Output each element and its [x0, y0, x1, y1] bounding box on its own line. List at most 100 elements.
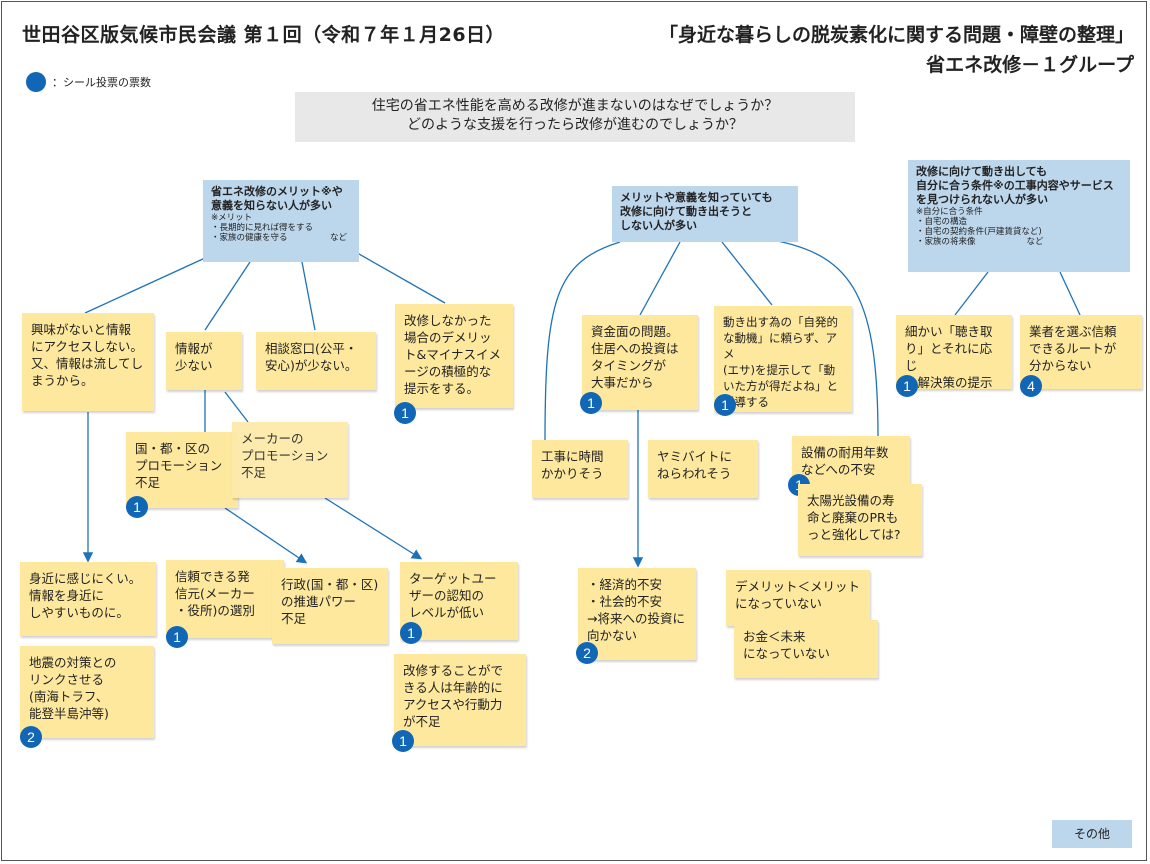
- note-line: ・経済的不安: [587, 577, 663, 592]
- note-line: 命と廃棄のPRも: [807, 510, 899, 525]
- note-line: 興味がないと情報: [31, 322, 132, 337]
- sticky-note: 行政(国・都・区) の推進パワー 不足: [272, 568, 388, 644]
- note-line: 工事に時間: [541, 449, 604, 464]
- connector: [1059, 271, 1081, 316]
- arrow: [224, 507, 308, 564]
- sticky-note: 設備の耐用年数 などへの不安: [792, 436, 910, 492]
- note-line: ト&マイナスイメ: [404, 347, 501, 362]
- note-line: デメリット＜メリット: [735, 579, 861, 594]
- note-line: レベルが低い: [409, 605, 485, 620]
- note-line: プロモーション: [135, 458, 223, 473]
- category-text: 改修に向けて動き出しても: [916, 165, 1048, 178]
- connector: [301, 261, 316, 331]
- vote-count-badge: 1: [580, 392, 602, 414]
- note-line: 情報が: [175, 341, 213, 356]
- connector: [224, 391, 249, 423]
- note-line: が不足: [403, 714, 441, 729]
- note-line: 大事だから: [591, 375, 654, 390]
- sticky-note: 改修することがで きる人は年齢的に アクセスや行動力 が不足: [394, 654, 526, 746]
- category-note: ・自宅の契約条件(戸建賃貸など): [916, 227, 1042, 237]
- category-box-no-action: メリットや意義を知っていても 改修に向けて動き出そうと しない人が多い: [612, 186, 798, 242]
- note-line: ターゲットユー: [409, 571, 497, 586]
- vote-count-badge: 1: [392, 730, 414, 752]
- category-text: を見つけられない人が多い: [916, 193, 1048, 206]
- note-line: 場合のデメリッ: [404, 330, 492, 345]
- note-line: 提示をする。: [404, 381, 480, 396]
- note-line: タイミングが: [591, 358, 667, 373]
- vote-count-badge: 1: [400, 622, 422, 644]
- note-line: っと強化しては?: [807, 527, 901, 542]
- legend: ：シール投票の票数: [26, 72, 151, 92]
- connector: [721, 241, 773, 306]
- sticky-note: 信頼できる発 信元(メーカー ・役所)の選別: [166, 560, 284, 638]
- note-line: などへの不安: [801, 462, 876, 477]
- note-line: 安心)が少ない。: [265, 358, 358, 373]
- note-line: な動機」に頼らず、アメ: [723, 331, 837, 361]
- vote-count-badge: 1: [166, 626, 188, 648]
- category-note: ・長期的に見れば得をする: [211, 223, 314, 233]
- note-line: 能登半島沖等): [29, 706, 109, 721]
- category-text: 意義を知らない人が多い: [211, 199, 332, 212]
- connector: [544, 241, 621, 443]
- sticky-note: 工事に時間 かかりそう: [532, 440, 628, 498]
- category-note: ※メリット: [211, 213, 253, 223]
- connector: [954, 271, 989, 316]
- note-line: 地震の対策との: [29, 655, 117, 670]
- category-box-no-knowledge: 省エネ改修のメリット※や 意義を知らない人が多い ※メリット ・長期的に見れば得…: [203, 180, 359, 262]
- note-line: になっていない: [735, 596, 822, 611]
- sticky-note: 国・都・区の プロモーション 不足: [126, 432, 238, 508]
- category-note: ・自宅の構造: [916, 217, 968, 227]
- vote-count-badge: 1: [126, 496, 148, 518]
- note-line: 行政(国・都・区): [281, 577, 379, 592]
- note-line: 不足: [135, 475, 161, 490]
- category-text: 改修に向けて動き出そうと: [620, 205, 752, 218]
- note-line: かかりそう: [541, 466, 604, 481]
- note-line: 業者を選ぶ信頼: [1029, 324, 1117, 339]
- note-line: 動き出す為の「自発的: [723, 315, 838, 329]
- sticky-note: 地震の対策との リンクさせる (南海トラフ、 能登半島沖等): [20, 646, 154, 738]
- note-line: 向かない: [587, 628, 638, 643]
- note-line: 太陽光設備の寿: [807, 493, 895, 508]
- sticky-note: 身近に感じにくい。 情報を身近に しやすいものに。: [20, 562, 156, 636]
- vote-count-badge: 4: [1020, 375, 1042, 397]
- note-line: できるルートが: [1029, 341, 1117, 356]
- legend-label: ：シール投票の票数: [52, 76, 151, 89]
- note-line: 改修することがで: [403, 663, 504, 678]
- note-line: ージの積極的な: [404, 364, 492, 379]
- connector: [344, 245, 446, 304]
- category-text: 省エネ改修のメリット※や: [211, 185, 343, 198]
- category-box-no-match: 改修に向けて動き出しても 自分に合う条件※の工事内容やサービス を見つけられない…: [908, 160, 1130, 272]
- category-text: しない人が多い: [620, 219, 697, 232]
- page-title: 世田谷区版気候市民会議 第１回（令和７年１月26日）: [22, 24, 506, 46]
- note-line: まうから。: [31, 373, 94, 388]
- note-line: お金＜未来: [743, 629, 806, 644]
- vote-count-badge: 1: [714, 394, 736, 416]
- note-line: ねらわれそう: [657, 466, 732, 481]
- note-line: 又、情報は流してし: [31, 356, 144, 371]
- vote-count-badge: 1: [394, 402, 416, 424]
- sticky-note: 改修しなかった 場合のデメリッ ト&マイナスイメ ージの積極的な 提示をする。: [395, 304, 513, 408]
- note-line: 分からない: [1029, 358, 1092, 373]
- note-line: 信頼できる発: [175, 569, 250, 584]
- sticky-note: 情報が 少ない: [166, 332, 242, 390]
- note-line: 改修しなかった: [404, 313, 492, 328]
- note-line: プロモーション: [241, 448, 329, 463]
- note-line: 少ない: [175, 358, 213, 373]
- vote-count-badge: 2: [20, 726, 42, 748]
- note-line: アクセスや行動力: [403, 697, 503, 712]
- vote-count-badge: 2: [576, 642, 598, 664]
- note-line: 住居への投資は: [591, 341, 679, 356]
- note-line: の推進パワー: [281, 594, 357, 609]
- note-line: ヤミバイトに: [657, 449, 733, 464]
- vote-dot-icon: [26, 72, 46, 92]
- note-line: きる人は年齢的に: [403, 680, 503, 695]
- sticky-note: 業者を選ぶ信頼 できるルートが 分からない: [1020, 315, 1142, 389]
- note-line: リンクさせる: [29, 672, 105, 687]
- sticky-note: ヤミバイトに ねらわれそう: [648, 440, 758, 498]
- note-line: 設備の耐用年数: [801, 445, 889, 460]
- note-line: 国・都・区の: [135, 441, 211, 456]
- note-line: メーカーの: [241, 431, 304, 446]
- connector: [204, 261, 251, 331]
- sticky-note: 太陽光設備の寿 命と廃棄のPRも っと強化しては?: [798, 484, 922, 556]
- category-note: ※自分に合う条件: [916, 207, 983, 217]
